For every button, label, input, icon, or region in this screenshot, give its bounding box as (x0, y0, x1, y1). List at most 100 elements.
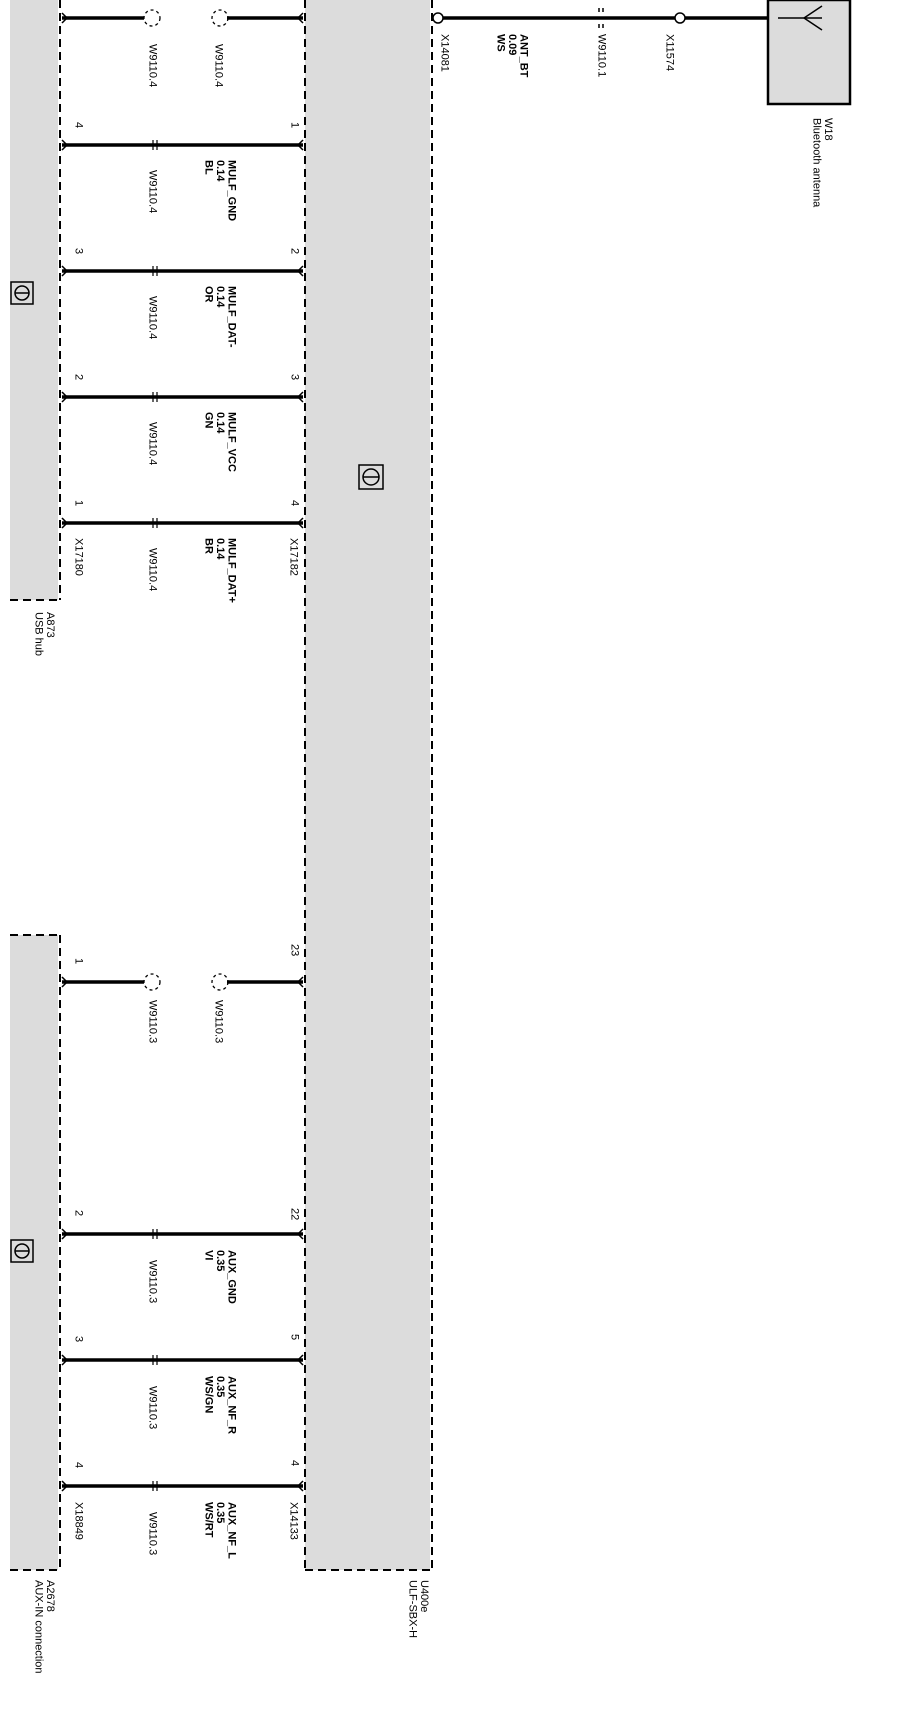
usb-hub-id: A873 (44, 612, 57, 638)
connector-x11574-pin (674, 12, 686, 24)
usb-wire-1-signal: MULF_GND (225, 160, 238, 222)
aux-shield-splice-aux (143, 973, 161, 991)
aux-pin-aux-3: 3 (72, 1336, 85, 1343)
aux-body (10, 935, 58, 1570)
aux-pin-aux-4: 4 (72, 1462, 85, 1469)
usb-wire-3-size: 0.14 (214, 412, 227, 434)
usb-pin-ulf-3: 3 (288, 374, 301, 381)
connector-label-x14133: X14133 (287, 1502, 300, 1540)
usb-wire-3-signal: MULF_VCC (225, 412, 238, 472)
aux-shield-pin-aux: 1 (72, 958, 85, 965)
antenna-wire-color: WS (494, 34, 507, 52)
connector-label-x18849: X18849 (72, 1502, 85, 1540)
aux-wire-1 (62, 1229, 303, 1239)
aux-wire-2 (62, 1355, 303, 1365)
connector-label-x14081: X14081 (438, 34, 451, 72)
usb-wire-3-harness: W9110.4 (146, 422, 159, 466)
usb-wire-2 (62, 266, 303, 276)
usb-pin-hub-2: 2 (72, 374, 85, 381)
usb-wire-4-harness: W9110.4 (146, 548, 159, 592)
aux-id: A2678 (44, 1580, 57, 1612)
antenna-component-label: W18 Bluetooth antenna (810, 118, 835, 208)
antenna-icon (778, 5, 823, 31)
aux-wire-2-label: AUX_NF_R 0.35 WS/GN (202, 1376, 238, 1435)
usb-pin-ulf-2: 2 (288, 248, 301, 255)
usb-pin-hub-3: 3 (72, 248, 85, 255)
antenna-id: W18 (822, 118, 835, 141)
aux-pin-aux-2: 2 (72, 1210, 85, 1217)
usb-wire-2-harness: W9110.4 (146, 296, 159, 340)
usb-pin-ulf-1: 1 (288, 122, 301, 129)
usb-shield-splice-ulf (211, 9, 229, 27)
antenna-harness-break (598, 8, 604, 28)
usb-wire-2-label: MULF_DAT- 0.14 OR (202, 286, 238, 348)
connector-label-x11574: X11574 (663, 34, 676, 72)
usb-pin-hub-1: 1 (72, 500, 85, 507)
aux-wire-3-color: WS/RT (202, 1502, 215, 1538)
antenna-wire-label: ANT_BT 0.09 WS (494, 34, 530, 78)
aux-shield-harness-ulf: W9110.3 (212, 1000, 225, 1044)
aux-wire-1-label: AUX_GND 0.35 VI (202, 1250, 238, 1304)
antenna-harness-label: W9110.1 (595, 34, 608, 78)
usb-wire-4-color: BR (202, 538, 215, 554)
usb-pin-hub-4: 4 (72, 122, 85, 129)
usb-wire-4-size: 0.14 (214, 538, 227, 560)
ulf-component-label: U400e ULF-SBX-H (406, 1580, 431, 1639)
aux-wire-3-harness: W9110.3 (146, 1512, 159, 1556)
aux-wire-2-signal: AUX_NF_R (225, 1376, 238, 1435)
antenna-wire-signal: ANT_BT (517, 34, 530, 78)
aux-wire-3 (62, 1481, 303, 1491)
usb-shield-harness-hub: W9110.4 (146, 44, 159, 88)
usb-pin-ulf-4: 4 (288, 500, 301, 507)
usb-wire-4-label: MULF_DAT+ 0.14 BR (202, 538, 238, 603)
antenna-body (766, 0, 852, 106)
usb-shield-harness-ulf: W9110.4 (212, 44, 225, 88)
aux-wire-3-signal: AUX_NF_L (225, 1502, 238, 1559)
aux-wire-3-size: 0.35 (214, 1502, 227, 1524)
usb-hub-ground-symbol (10, 281, 34, 305)
usb-wire-1-harness: W9110.4 (146, 170, 159, 214)
aux-wire-1-signal: AUX_GND (225, 1250, 238, 1304)
ulf-name: ULF-SBX-H (406, 1580, 419, 1639)
connector-label-x17180: X17180 (72, 538, 85, 576)
pin-terminals (61, 12, 304, 1492)
antenna-wire-size: 0.09 (506, 34, 519, 56)
aux-wire-2-size: 0.35 (214, 1376, 227, 1398)
ulf-ground-symbol (358, 464, 384, 490)
usb-hub-label: A873 USB hub (32, 612, 57, 657)
usb-wire-3-color: GN (202, 412, 215, 429)
connector-x14081-pin (432, 12, 444, 24)
connector-label-x17182: X17182 (287, 538, 300, 576)
aux-wire-2-harness: W9110.3 (146, 1386, 159, 1430)
usb-wire-4-signal: MULF_DAT+ (225, 538, 238, 603)
aux-ground-symbol (10, 1239, 34, 1263)
usb-wire-4 (62, 518, 303, 528)
ulf-id: U400e (418, 1580, 431, 1613)
usb-wire-3-label: MULF_VCC 0.14 GN (202, 412, 238, 472)
antenna-name: Bluetooth antenna (810, 118, 823, 208)
usb-wire-2-color: OR (202, 286, 215, 303)
aux-component-label: A2678 AUX-IN connection (32, 1580, 57, 1674)
aux-pin-ulf-5: 5 (288, 1334, 301, 1341)
usb-shield-splice-hub (143, 9, 161, 27)
usb-wire-1-size: 0.14 (214, 160, 227, 182)
aux-wire-1-size: 0.35 (214, 1250, 227, 1272)
aux-shield-harness-aux: W9110.3 (146, 1000, 159, 1044)
aux-shield-pin-ulf: 23 (288, 944, 301, 957)
aux-wire-3-label: AUX_NF_L 0.35 WS/RT (202, 1502, 238, 1559)
usb-wire-2-signal: MULF_DAT- (225, 286, 238, 348)
usb-wire-1-label: MULF_GND 0.14 BL (202, 160, 238, 222)
usb-wire-2-size: 0.14 (214, 286, 227, 308)
ulf-module-body (305, 0, 430, 1570)
usb-wire-1-color: BL (202, 160, 215, 175)
usb-hub-name: USB hub (32, 612, 45, 657)
aux-shield-splice-ulf (211, 973, 229, 991)
aux-pin-ulf-22: 22 (288, 1208, 301, 1221)
usb-wire-3 (62, 392, 303, 402)
aux-pin-ulf-4: 4 (288, 1460, 301, 1467)
usb-hub-body (10, 0, 58, 600)
aux-wire-1-color: VI (202, 1250, 215, 1261)
aux-name: AUX-IN connection (32, 1580, 45, 1674)
aux-wire-2-color: WS/GN (202, 1376, 215, 1414)
